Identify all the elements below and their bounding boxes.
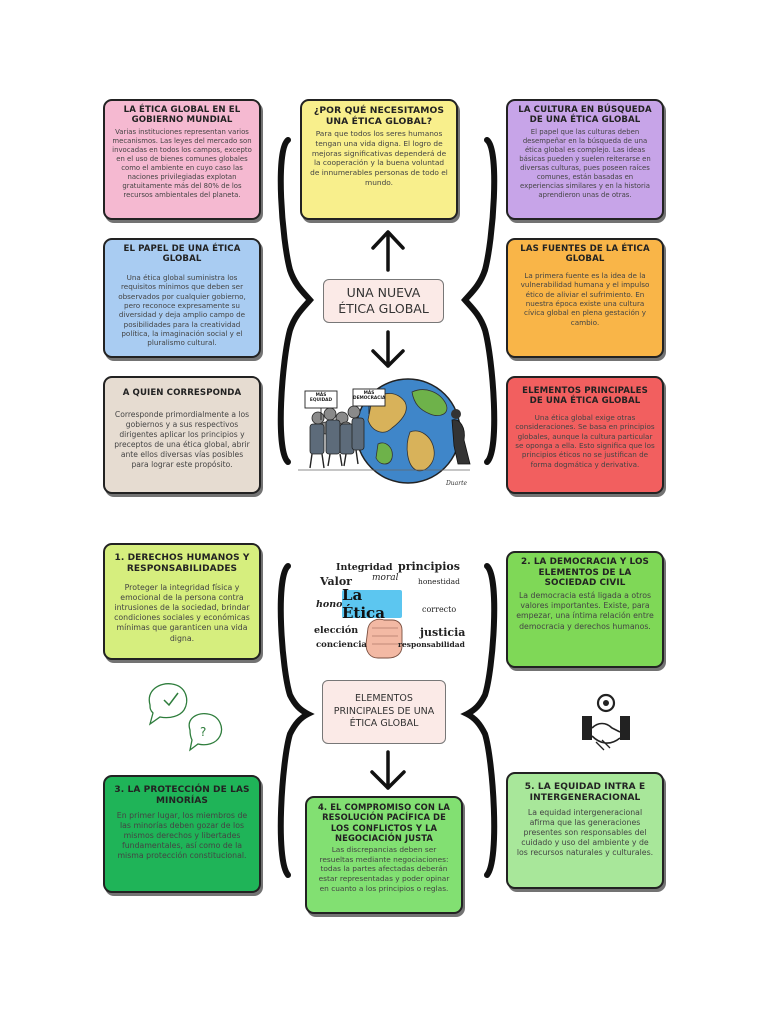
box-a-quien-corresponda: A QUIEN CORRESPONDA Corresponde primordi… [103,376,261,494]
right-brace-top [461,137,498,465]
box-title: 2. LA DEMOCRACIA Y LOS ELEMENTOS DE LA S… [521,557,649,589]
box-text: Varias instituciones representan varios … [112,127,252,199]
sign-mas-democracia: MÁS DEMOCRACIA [353,391,386,401]
box-proteccion-minorias: 3. LA PROTECCIÓN DE LAS MINORÍAS En prim… [103,775,261,893]
ethics-label-text: La Ética [342,586,385,622]
box-text: Para que todos los seres humanos tengan … [310,129,448,187]
box-text: La primera fuente es la idea de la vulne… [520,270,650,327]
box-etica-gobierno-mundial: LA ÉTICA GLOBAL EN EL GOBIERNO MUNDIAL V… [103,99,261,220]
box-text: Las discrepancias deben ser resueltas me… [318,845,450,893]
center-title-elementos: ELEMENTOS PRINCIPALES DE UNA ÉTICA GLOBA… [322,680,446,744]
word-responsabilidad: responsabilidad [398,640,465,649]
center-title-text: UNA NUEVA ÉTICA GLOBAL [338,285,429,316]
box-title: ELEMENTOS PRINCIPALES DE UNA ÉTICA GLOBA… [522,386,648,407]
left-brace-top [277,137,314,465]
speech-bubbles-icon: ? [148,683,223,752]
center-title-nueva-etica: UNA NUEVA ÉTICA GLOBAL [323,279,444,323]
box-title: LA CULTURA EN BÚSQUEDA DE UNA ÉTICA GLOB… [518,105,652,126]
arrow-down-bottom [370,750,406,790]
box-por-que-necesitamos: ¿POR QUÉ NECESITAMOS UNA ÉTICA GLOBAL? P… [300,99,458,220]
box-papel-etica-global: EL PAPEL DE UNA ÉTICA GLOBAL Una ética g… [103,238,261,358]
box-title: LA ÉTICA GLOBAL EN EL GOBIERNO MUNDIAL [123,105,241,126]
cartoon-signature: Duarte [446,480,468,487]
box-derechos-humanos: 1. DERECHOS HUMANOS Y RESPONSABILIDADES … [103,543,261,660]
word-justicia: justicia [420,626,466,639]
word-cloud: Integridad principios Valor moral honest… [310,556,465,658]
box-title: LAS FUENTES DE LA ÉTICA GLOBAL [520,244,650,265]
box-text: Proteger la integridad física y emociona… [114,582,250,643]
box-cultura-busqueda: LA CULTURA EN BÚSQUEDA DE UNA ÉTICA GLOB… [506,99,664,220]
center-title-text: ELEMENTOS PRINCIPALES DE UNA ÉTICA GLOBA… [333,693,435,730]
word-principios: principios [398,560,460,573]
svg-text:?: ? [200,725,206,739]
box-text: La democracia está ligada a otros valore… [516,591,654,631]
right-brace-bottom [460,563,498,878]
box-title: 1. DERECHOS HUMANOS Y RESPONSABILIDADES [114,553,250,574]
word-integridad: Integridad [336,562,393,573]
box-text: Una ética global exige otras consideraci… [515,412,655,469]
arrow-down-top [371,330,405,368]
box-title: 5. LA EQUIDAD INTRA E INTERGENERACIONAL [524,782,646,803]
word-correcto: correcto [422,605,457,614]
box-text: Corresponde primordialmente a los gobier… [114,410,250,469]
sign-mas-equidad: MÁS EQUIDAD [309,393,333,403]
box-democracia-sociedad-civil: 2. LA DEMOCRACIA Y LOS ELEMENTOS DE LA S… [506,551,664,668]
box-text: La equidad intergeneracional afirma que … [516,807,654,858]
word-eleccion: elección [314,625,359,636]
box-text: En primer lugar, los miembros de las min… [116,810,248,861]
arrow-up [371,230,405,272]
handshake-icon [582,693,630,751]
box-equidad-intergeneracional: 5. LA EQUIDAD INTRA E INTERGENERACIONAL … [506,772,664,889]
word-honor: honor [316,599,348,610]
box-text: Una ética global suministra los requisit… [118,272,246,348]
box-text: El papel que las culturas deben desempeñ… [519,127,651,199]
word-conciencia: conciencia [316,640,367,650]
hand-icon [365,618,403,659]
ethics-label: La Ética [342,586,402,622]
left-brace-bottom [277,563,315,878]
box-fuentes-etica-global: LAS FUENTES DE LA ÉTICA GLOBAL La primer… [506,238,664,358]
box-title: EL PAPEL DE UNA ÉTICA GLOBAL [123,244,241,265]
box-title: 4. EL COMPROMISO CON LA RESOLUCIÓN PACÍF… [317,802,451,843]
word-valor: Valor [320,575,352,588]
word-honestidad: honestidad [418,577,460,586]
globe-crowd-illustration [298,378,471,484]
box-title: ¿POR QUÉ NECESITAMOS UNA ÉTICA GLOBAL? [313,105,445,128]
box-compromiso-resolucion: 4. EL COMPROMISO CON LA RESOLUCIÓN PACÍF… [305,796,463,914]
box-title: A QUIEN CORRESPONDA [122,388,242,398]
box-title: 3. LA PROTECCIÓN DE LAS MINORÍAS [114,785,250,806]
box-elementos-principales: ELEMENTOS PRINCIPALES DE UNA ÉTICA GLOBA… [506,376,664,494]
word-moral: moral [372,573,399,583]
